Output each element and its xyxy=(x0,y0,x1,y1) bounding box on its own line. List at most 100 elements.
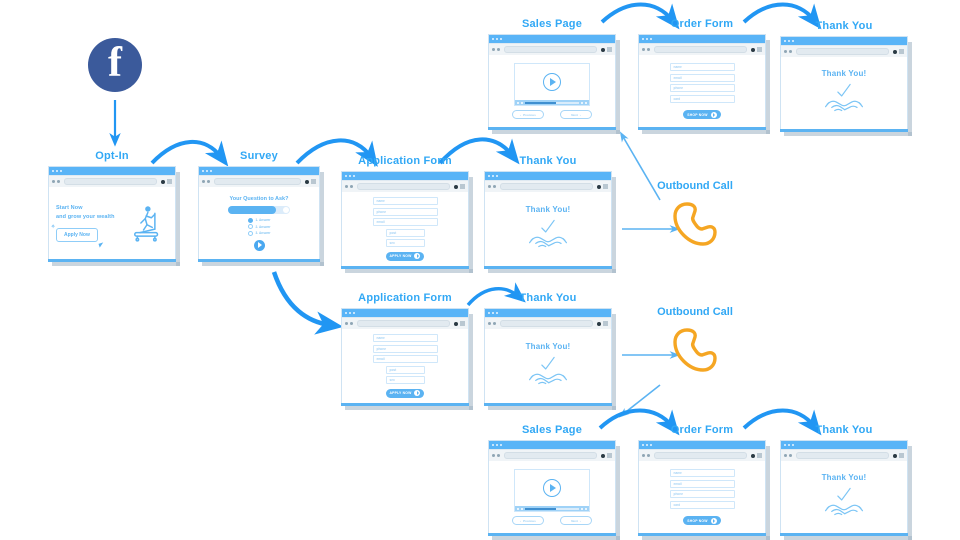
address-bar[interactable] xyxy=(504,46,597,53)
account-icon[interactable] xyxy=(893,49,897,54)
form-field-post[interactable]: post xyxy=(385,365,425,374)
node-order-form-top[interactable]: Order Form name email phon xyxy=(638,18,770,134)
play-icon[interactable] xyxy=(543,73,561,91)
apply-now-submit-button[interactable]: APPLY NOW xyxy=(385,388,425,398)
pause-small-icon[interactable] xyxy=(521,507,523,510)
survey-answer-option[interactable]: 2. Answer xyxy=(247,224,270,229)
account-icon[interactable] xyxy=(597,321,601,326)
video-progress-track[interactable] xyxy=(525,101,579,104)
address-bar[interactable] xyxy=(64,178,157,185)
play-small-icon[interactable] xyxy=(517,507,519,510)
volume-icon[interactable] xyxy=(581,507,583,510)
forward-icon[interactable] xyxy=(647,48,650,51)
survey-answer-option[interactable]: 3. Answer xyxy=(247,230,270,236)
play-icon[interactable] xyxy=(543,479,561,497)
forward-icon[interactable] xyxy=(497,48,500,51)
survey-next-button[interactable] xyxy=(253,239,265,251)
account-icon[interactable] xyxy=(893,453,897,458)
play-small-icon[interactable] xyxy=(517,101,519,104)
next-button[interactable]: Next › xyxy=(560,110,592,119)
address-bar[interactable] xyxy=(357,183,450,190)
forward-icon[interactable] xyxy=(789,50,792,53)
node-thank-you-top[interactable]: Thank You Thank You! xyxy=(484,155,616,273)
forward-icon[interactable] xyxy=(497,454,500,457)
form-field-name[interactable]: name xyxy=(669,469,735,477)
account-icon[interactable] xyxy=(601,453,605,458)
address-bar[interactable] xyxy=(357,320,450,327)
form-field-sex[interactable]: sex xyxy=(385,376,425,385)
address-bar[interactable] xyxy=(654,452,747,459)
video-controls-bar[interactable] xyxy=(515,506,589,511)
node-sales-page-top[interactable]: Sales Page xyxy=(488,18,620,134)
node-thank-you-order-top[interactable]: Thank You Thank You! xyxy=(780,20,912,136)
forward-icon[interactable] xyxy=(207,180,210,183)
volume-icon[interactable] xyxy=(581,101,583,104)
menu-icon[interactable] xyxy=(460,184,465,189)
form-field-email[interactable]: email xyxy=(372,218,438,227)
address-bar[interactable] xyxy=(214,178,301,185)
node-thank-you-order-bottom[interactable]: Thank You Thank You! xyxy=(780,424,912,540)
back-icon[interactable] xyxy=(345,322,348,325)
form-field-name[interactable]: name xyxy=(372,334,438,343)
form-field-card[interactable]: card xyxy=(669,94,735,103)
survey-answer-list[interactable]: 1. Answer 2. Answer 3. Answer xyxy=(247,217,270,236)
form-field-email[interactable]: email xyxy=(669,479,735,488)
video-player[interactable] xyxy=(514,63,590,106)
fullscreen-icon[interactable] xyxy=(585,101,587,104)
menu-icon[interactable] xyxy=(603,321,608,326)
account-icon[interactable] xyxy=(454,184,458,189)
menu-icon[interactable] xyxy=(460,321,465,326)
form-field-phone[interactable]: phone xyxy=(372,344,438,353)
address-bar[interactable] xyxy=(500,183,593,190)
next-button[interactable]: Next › xyxy=(560,516,592,525)
survey-answer-option[interactable]: 1. Answer xyxy=(247,217,270,223)
previous-button[interactable]: ‹ Previous xyxy=(512,110,544,119)
back-icon[interactable] xyxy=(784,454,787,457)
back-icon[interactable] xyxy=(202,180,205,183)
account-icon[interactable] xyxy=(597,184,601,189)
account-icon[interactable] xyxy=(751,453,755,458)
radio-icon[interactable] xyxy=(247,230,253,236)
menu-icon[interactable] xyxy=(607,47,612,52)
form-field-phone[interactable]: phone xyxy=(669,84,735,92)
node-survey[interactable]: Survey Your Question to Ask? xyxy=(198,150,324,266)
account-icon[interactable] xyxy=(751,47,755,52)
node-order-form-bottom[interactable]: Order Form name email phon xyxy=(638,424,770,540)
shop-now-submit-button[interactable]: SHOP NOW xyxy=(683,110,721,119)
account-icon[interactable] xyxy=(601,47,605,52)
menu-icon[interactable] xyxy=(167,179,172,184)
node-optin[interactable]: Opt-In Start Now and xyxy=(48,150,180,266)
forward-icon[interactable] xyxy=(789,454,792,457)
address-bar[interactable] xyxy=(796,452,889,459)
back-icon[interactable] xyxy=(642,454,645,457)
radio-icon[interactable] xyxy=(247,224,253,229)
menu-icon[interactable] xyxy=(757,453,762,458)
video-progress-track[interactable] xyxy=(525,507,579,510)
apply-now-button[interactable]: ✧ Apply Now xyxy=(51,224,105,248)
back-icon[interactable] xyxy=(642,48,645,51)
node-sales-page-bottom[interactable]: Sales Page xyxy=(488,424,620,540)
back-icon[interactable] xyxy=(488,322,491,325)
fullscreen-icon[interactable] xyxy=(585,507,587,510)
previous-button[interactable]: ‹ Previous xyxy=(512,516,544,525)
forward-icon[interactable] xyxy=(57,180,60,183)
account-icon[interactable] xyxy=(305,179,309,184)
form-field-card[interactable]: card xyxy=(669,500,735,509)
apply-now-submit-button[interactable]: APPLY NOW xyxy=(385,251,425,261)
menu-icon[interactable] xyxy=(603,184,608,189)
form-field-email[interactable]: email xyxy=(372,355,438,364)
back-icon[interactable] xyxy=(345,185,348,188)
back-icon[interactable] xyxy=(492,454,495,457)
form-field-sex[interactable]: sex xyxy=(385,239,425,248)
forward-icon[interactable] xyxy=(350,322,353,325)
back-icon[interactable] xyxy=(52,180,55,183)
form-field-post[interactable]: post xyxy=(385,228,425,237)
menu-icon[interactable] xyxy=(899,453,904,458)
radio-icon[interactable] xyxy=(247,217,253,223)
shop-now-submit-button[interactable]: SHOP NOW xyxy=(683,516,721,525)
menu-icon[interactable] xyxy=(607,453,612,458)
node-application-form-top[interactable]: Application Form name phone xyxy=(341,155,473,273)
address-bar[interactable] xyxy=(504,452,597,459)
pause-small-icon[interactable] xyxy=(521,101,523,104)
forward-icon[interactable] xyxy=(493,322,496,325)
